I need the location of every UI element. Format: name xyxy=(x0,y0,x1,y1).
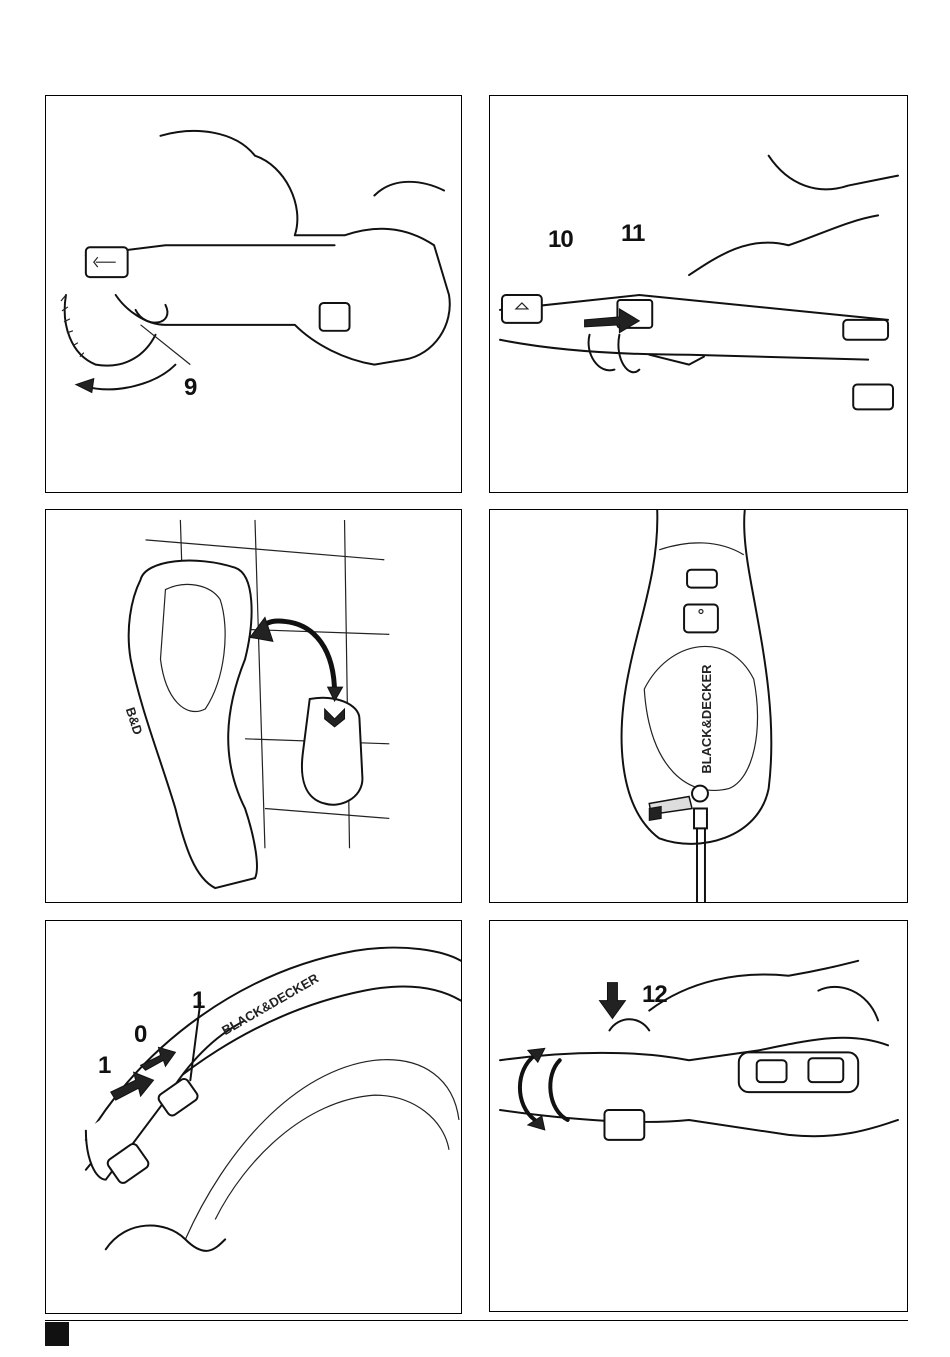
page-marker xyxy=(45,1322,69,1346)
callout-position-1-left: 1 xyxy=(98,1054,110,1078)
figure-panel-1: 9 xyxy=(45,95,462,493)
callout-9: 9 xyxy=(184,376,196,400)
power-switch-illustration: BLACK&DECKER xyxy=(46,921,461,1313)
figure-panel-3: B&D xyxy=(45,509,462,903)
callout-position-0: 0 xyxy=(134,1023,146,1047)
brand-text: BLACK&DECKER xyxy=(699,664,714,774)
figure-panel-4: BLACK&DECKER xyxy=(489,509,908,903)
nozzle-rotation-illustration xyxy=(490,921,907,1311)
callout-12: 12 xyxy=(642,983,667,1007)
callout-position-1-top: 1 xyxy=(192,989,204,1013)
vacuum-release-illustration xyxy=(490,96,907,492)
charging-illustration: BLACK&DECKER xyxy=(490,510,907,902)
callout-11: 11 xyxy=(621,222,644,246)
wall-mount-illustration: B&D xyxy=(46,510,461,902)
figure-panel-5: BLACK&DECKER 1 0 1 xyxy=(45,920,462,1314)
vacuum-brush-illustration xyxy=(46,96,461,492)
footer-rule xyxy=(45,1320,908,1321)
figure-panel-6: 12 xyxy=(489,920,908,1312)
callout-10: 10 xyxy=(548,228,573,252)
brand-text: BLACK&DECKER xyxy=(219,970,322,1038)
figure-panel-2: 10 11 xyxy=(489,95,908,493)
brand-text: B&D xyxy=(123,705,146,736)
